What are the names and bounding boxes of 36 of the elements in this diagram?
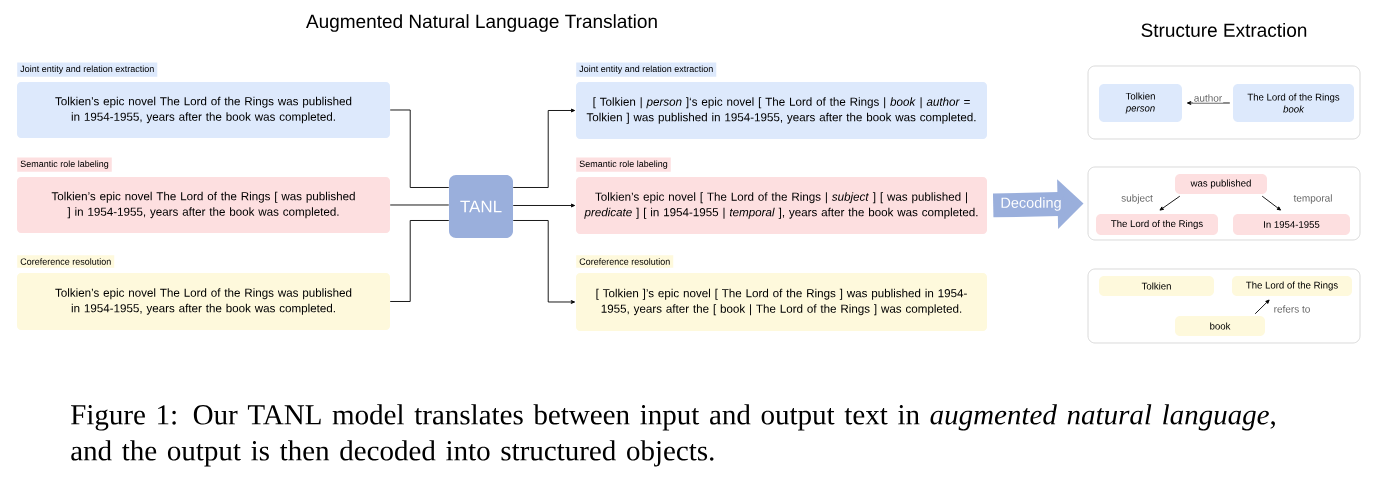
task-tag: Semantic role labeling (576, 157, 671, 172)
figure-caption: Figure 1: Our TANL model translates between input and output text in augmented natural language, and the output is then decoded into structured objects. (71, 404, 1275, 467)
connector-line (389, 109, 450, 188)
edge-label: Decoding (999, 196, 1063, 212)
text-box: [ Tolkien | person ]‘s epic novel [ The Lord of the Rings | book | author = Tolkien ] was published in 1954-1955, years after the book was completed. (576, 82, 987, 139)
arrow (1254, 299, 1270, 315)
task-tag: Joint entity and relation extraction (576, 62, 717, 77)
entity-box: In 1954-1955 (1233, 214, 1350, 235)
text-box: Tolkien’s epic novel The Lord of the Rings [ was published ] in 1954-1955, years after the book was completed. (17, 177, 390, 233)
arrow (1159, 195, 1181, 211)
edge-label: author (1192, 93, 1224, 103)
edge-label: refers to (1272, 304, 1312, 314)
entity-box: The Lord of the Rings (1096, 214, 1218, 235)
arrow (1186, 101, 1231, 105)
text-box: Tolkien’s epic novel The Lord of the Rings was published in 1954-1955, years after the book was completed. (17, 82, 390, 138)
task-tag: Coreference resolution (576, 255, 674, 268)
connector-line (389, 204, 450, 206)
entity-box: The Lord of the Rings (1232, 276, 1352, 296)
edge-label: temporal (1292, 193, 1334, 205)
text-box: Tolkien’s epic novel [ The Lord of the Rings | subject ] [ was published | predicate ] [ in 1954-1955 | temporal ], years after the book was completed. (576, 177, 987, 234)
task-tag: Joint entity and relation extraction (17, 62, 158, 77)
entity-box: The Lord of the Rings book (1233, 84, 1354, 122)
edge-label: subject (1120, 193, 1154, 205)
text-box: [ Tolkien ]’s epic novel [ The Lord of the Rings ] was published in 1954-1955, years after the [ book | The Lord of the Rings ] was completed. (576, 273, 987, 331)
section-title: Structure Extraction (1141, 23, 1307, 37)
text-box: Tolkien’s epic novel The Lord of the Rings was published in 1954-1955, years after the book was completed. (17, 273, 390, 330)
entity-box: Tolkien person (1099, 84, 1182, 122)
connector-line (389, 220, 450, 302)
arrow (512, 108, 576, 188)
task-tag: Semantic role labeling (17, 157, 112, 172)
section-title: Augmented Natural Language Translation (306, 14, 657, 32)
arrow (1261, 195, 1281, 211)
task-tag: Coreference resolution (17, 255, 115, 268)
arrow (512, 220, 576, 304)
model-box: TANL (449, 175, 513, 238)
arrow (512, 203, 576, 208)
